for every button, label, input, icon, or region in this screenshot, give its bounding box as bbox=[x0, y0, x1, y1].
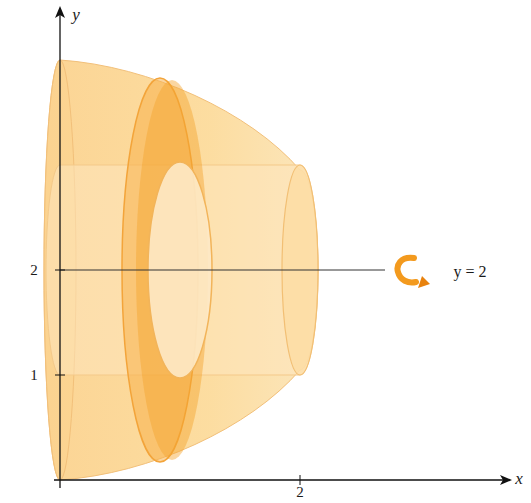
y-axis-arrowhead bbox=[55, 6, 65, 18]
tick-label: 1 bbox=[28, 367, 40, 384]
rotation-arrowhead bbox=[418, 276, 430, 288]
tick bbox=[300, 475, 301, 485]
equation-label: y = 2 bbox=[451, 263, 488, 281]
axis-label: x bbox=[513, 469, 525, 488]
rotation-axis bbox=[60, 270, 385, 271]
tick-label: 2 bbox=[28, 262, 40, 279]
y-axis bbox=[59, 14, 60, 488]
tick bbox=[55, 270, 65, 271]
axis-label: y bbox=[70, 5, 82, 24]
tick-label: 2 bbox=[294, 484, 306, 501]
x-axis bbox=[54, 479, 505, 480]
x-axis-arrowhead bbox=[500, 475, 512, 485]
tick bbox=[55, 375, 65, 376]
rotation-arrow bbox=[398, 258, 416, 283]
